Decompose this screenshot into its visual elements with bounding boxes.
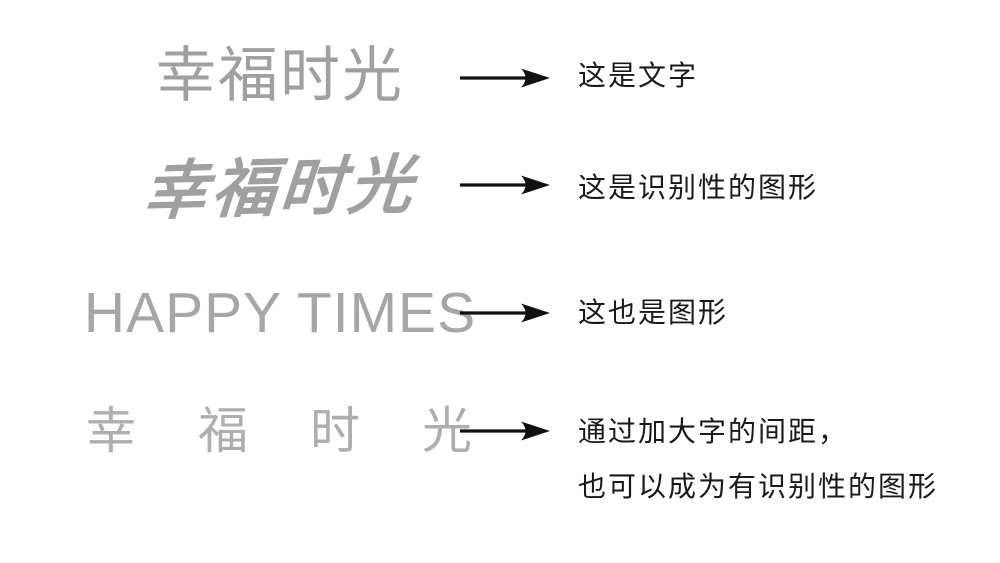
label-recognizable-graphic: 这是识别性的图形 [578, 172, 819, 203]
label-also-graphic: 这也是图形 [578, 297, 729, 328]
right-arrow-icon [460, 421, 550, 441]
label-line-2: 也可以成为有识别性的图形 [578, 471, 939, 502]
label-this-is-text: 这是文字 [578, 60, 699, 91]
right-arrow-icon [460, 175, 550, 195]
right-arrow-icon [460, 303, 550, 323]
label-line-1: 通过加大字的间距， [578, 416, 849, 447]
sample-latin-type: HAPPY TIMES [83, 281, 477, 345]
right-arrow-icon [460, 68, 550, 88]
label-letter-spacing-explanation: 通过加大字的间距， 也可以成为有识别性的图形 [578, 404, 938, 514]
sample-regular-type: 幸福时光 [156, 42, 404, 109]
sample-letter-spaced-type: 幸福时光 [86, 403, 534, 459]
